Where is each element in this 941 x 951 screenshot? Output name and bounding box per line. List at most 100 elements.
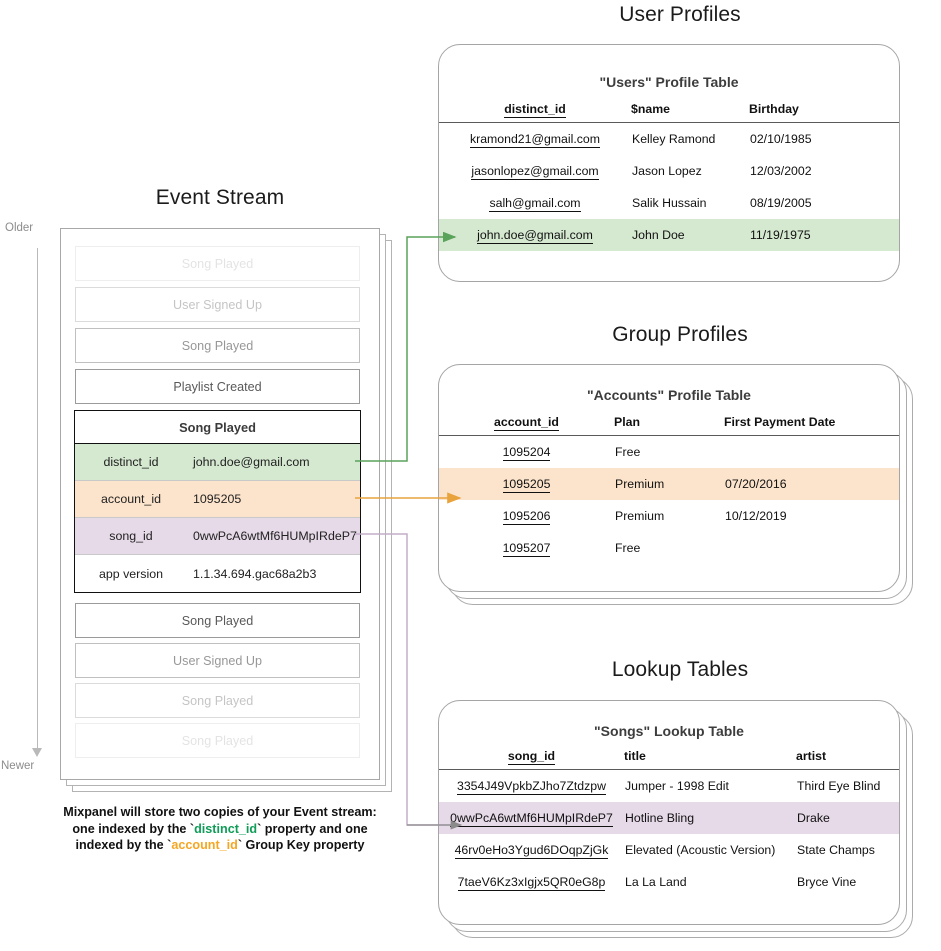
accounts-table: account_id Plan First Payment Date 10952… [439, 415, 899, 564]
table-row-highlighted[interactable]: john.doe@gmail.com John Doe 11/19/1975 [439, 219, 899, 251]
caption-text: ` property and one [257, 821, 368, 836]
table-row-highlighted[interactable]: 0wwPcA6wtMf6HUMpIRdeP7 Hotline Bling Dra… [439, 802, 899, 834]
caption-account-id: account_id [171, 838, 238, 852]
lookup-tables-card-front: "Songs" Lookup Table song_id title artis… [438, 700, 900, 925]
table-row[interactable]: 3354J49VpkbZJho7Ztdzpw Jumper - 1998 Edi… [439, 770, 899, 803]
cell-birthday: 11/19/1975 [749, 219, 899, 251]
timeline-arrow-icon [32, 748, 42, 757]
timeline-axis-line [37, 248, 38, 753]
event-item[interactable]: Song Played [75, 683, 360, 718]
table-row[interactable]: 1095207 Free [439, 532, 899, 564]
users-table-title: "Users" Profile Table [599, 74, 739, 90]
event-item[interactable]: Song Played [75, 603, 360, 638]
cell-distinct-id: jasonlopez@gmail.com [471, 164, 599, 180]
event-label: Song Played [181, 613, 254, 628]
accounts-table-title: "Accounts" Profile Table [587, 387, 751, 403]
column-header: distinct_id [439, 102, 631, 123]
user-profiles-card-front: "Users" Profile Table distinct_id $name … [438, 44, 900, 282]
column-header: Birthday [749, 102, 899, 123]
table-row[interactable]: 1095204 Free [439, 436, 899, 469]
event-item[interactable]: User Signed Up [75, 287, 360, 322]
table-row[interactable]: salh@gmail.com Salik Hussain 08/19/2005 [439, 187, 899, 219]
songs-table-title: "Songs" Lookup Table [594, 723, 744, 739]
cell-plan: Free [615, 445, 641, 459]
cell-name: Kelley Ramond [632, 132, 716, 146]
event-label: Song Played [181, 256, 254, 271]
event-property-row: distinct_id john.doe@gmail.com [75, 444, 360, 481]
lookup-tables-section-title: Lookup Tables [611, 658, 749, 681]
caption-text: indexed by the ` [75, 838, 172, 852]
timeline-label-newer: Newer [1, 760, 35, 772]
event-stream-frame-front: Song Played User Signed Up Song Played P… [60, 228, 380, 780]
table-header-row: distinct_id $name Birthday [439, 102, 899, 123]
cell-artist: Drake [796, 802, 899, 834]
cell-artist: State Champs [797, 843, 875, 857]
caption-line-2: one indexed by the `distinct_id` propert… [50, 821, 390, 838]
group-profiles-section-title: Group Profiles [612, 323, 748, 346]
column-header: title [624, 749, 796, 770]
songs-table: song_id title artist 3354J49VpkbZJho7Ztd… [439, 749, 899, 898]
event-item[interactable]: Song Played [75, 723, 360, 758]
column-header: Plan [614, 415, 724, 436]
table-row[interactable]: 46rv0eHo3Ygud6DOqpZjGk Elevated (Acousti… [439, 834, 899, 866]
cell-first-payment-date: 10/12/2019 [725, 509, 787, 523]
event-label: Song Played [181, 693, 254, 708]
column-header: account_id [439, 415, 614, 436]
event-stream-stack: Song Played User Signed Up Song Played P… [60, 228, 392, 792]
user-profiles-card: "Users" Profile Table distinct_id $name … [438, 44, 908, 282]
caption-text: ` Group Key property [237, 838, 365, 852]
cell-song-id: 0wwPcA6wtMf6HUMpIRdeP7 [439, 802, 624, 834]
cell-account-id: 1095206 [502, 509, 551, 525]
event-stream-title: Event Stream [155, 186, 285, 209]
cell-title: Hotline Bling [624, 802, 796, 834]
table-header-row: song_id title artist [439, 749, 899, 770]
property-key: app version [98, 566, 164, 581]
lookup-tables-card: "Songs" Lookup Table song_id title artis… [438, 700, 918, 948]
expanded-event-card[interactable]: Song Played distinct_id john.doe@gmail.c… [74, 410, 361, 593]
cell-title: Elevated (Acoustic Version) [625, 843, 776, 857]
event-label: User Signed Up [173, 653, 262, 668]
user-profiles-section-title: User Profiles [619, 3, 741, 26]
group-profiles-card-front: "Accounts" Profile Table account_id Plan… [438, 364, 900, 592]
table-row-highlighted[interactable]: 1095205 Premium 07/20/2016 [439, 468, 899, 500]
column-header: $name [631, 102, 749, 123]
property-value: john.doe@gmail.com [193, 455, 310, 469]
property-key: account_id [101, 492, 161, 506]
cell-name: John Doe [631, 219, 749, 251]
cell-artist: Third Eye Blind [797, 779, 881, 793]
table-row[interactable]: kramond21@gmail.com Kelley Ramond 02/10/… [439, 123, 899, 156]
event-item[interactable]: User Signed Up [75, 643, 360, 678]
cell-plan: Free [615, 541, 641, 555]
table-header-row: account_id Plan First Payment Date [439, 415, 899, 436]
cell-first-payment-date: 07/20/2016 [724, 468, 899, 500]
cell-song-id: 3354J49VpkbZJho7Ztdzpw [456, 779, 607, 795]
users-table: distinct_id $name Birthday kramond21@gma… [439, 102, 899, 251]
property-value: 1095205 [193, 492, 242, 506]
event-label: Song Played [181, 338, 254, 353]
event-property-row: account_id 1095205 [75, 481, 360, 518]
table-row[interactable]: 7taeV6Kz3xIgjx5QR0eG8p La La Land Bryce … [439, 866, 899, 898]
cell-first-payment-date [724, 532, 899, 564]
group-profiles-card: "Accounts" Profile Table account_id Plan… [438, 364, 918, 614]
event-item[interactable]: Song Played [75, 328, 360, 363]
event-item[interactable]: Song Played [75, 246, 360, 281]
cell-title: Jumper - 1998 Edit [625, 779, 729, 793]
table-row[interactable]: jasonlopez@gmail.com Jason Lopez 12/03/2… [439, 155, 899, 187]
cell-distinct-id: salh@gmail.com [489, 196, 581, 212]
caption-line-1: Mixpanel will store two copies of your E… [63, 805, 377, 819]
cell-song-id: 7taeV6Kz3xIgjx5QR0eG8p [457, 875, 606, 891]
caption-line-3: indexed by the `account_id` Group Key pr… [50, 837, 390, 854]
event-label: User Signed Up [173, 297, 262, 312]
cell-account-id: 1095205 [439, 468, 614, 500]
column-header: First Payment Date [724, 415, 899, 436]
table-row[interactable]: 1095206 Premium 10/12/2019 [439, 500, 899, 532]
column-header: artist [796, 749, 899, 770]
expanded-event-name: Song Played [75, 411, 360, 444]
property-key: song_id [109, 529, 153, 543]
event-item[interactable]: Playlist Created [75, 369, 360, 404]
event-property-row: song_id 0wwPcA6wtMf6HUMpIRdeP7 [75, 518, 360, 555]
column-header: song_id [439, 749, 624, 770]
cell-name: Salik Hussain [632, 196, 707, 210]
cell-plan: Premium [615, 509, 665, 523]
event-label: Song Played [181, 733, 254, 748]
